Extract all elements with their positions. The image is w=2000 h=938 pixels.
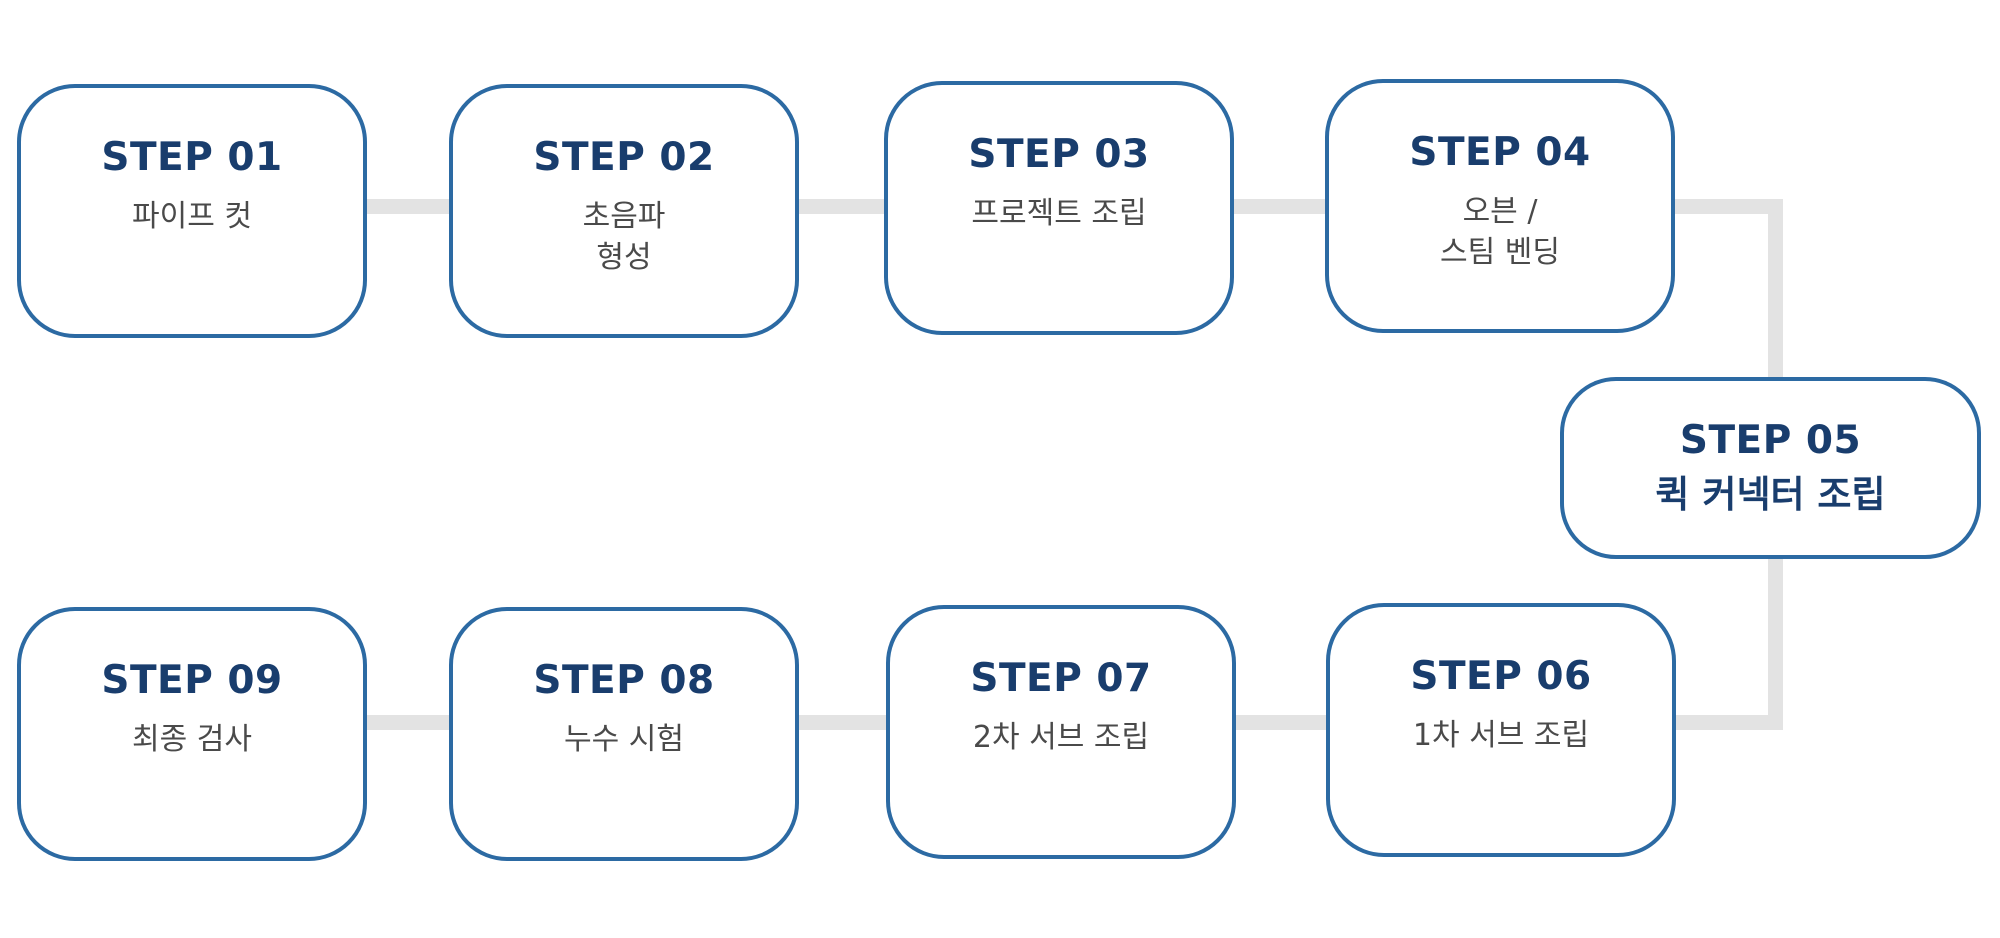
step-05-label: 퀵 커넥터 조립: [1655, 473, 1886, 516]
step-05-title: STEP 05: [1679, 418, 1862, 463]
step-01-box: STEP 01 파이프 컷: [17, 84, 367, 338]
connector-step03-step04: [1225, 199, 1340, 214]
step-02-label: 초음파 형성: [582, 199, 666, 275]
step-06-box: STEP 06 1차 서브 조립: [1326, 603, 1676, 857]
connector-step08-step09: [360, 715, 460, 730]
connector-step01-step02: [360, 199, 460, 214]
step-07-box: STEP 07 2차 서브 조립: [886, 605, 1236, 859]
step-07-title: STEP 07: [970, 656, 1152, 701]
step-08-box: STEP 08 누수 시험: [449, 607, 799, 861]
step-09-box: STEP 09 최종 검사: [17, 607, 367, 861]
step-03-label: 프로젝트 조립: [971, 196, 1147, 231]
connector-step04-right: [1665, 199, 1783, 214]
step-02-title: STEP 02: [533, 135, 715, 180]
step-03-title: STEP 03: [968, 132, 1150, 177]
step-04-title: STEP 04: [1409, 130, 1591, 175]
step-06-label: 1차 서브 조립: [1412, 718, 1590, 753]
step-08-title: STEP 08: [533, 658, 715, 703]
step-07-label: 2차 서브 조립: [972, 720, 1150, 755]
step-05-box: STEP 05 퀵 커넥터 조립: [1560, 377, 1981, 559]
step-04-box: STEP 04 오븐 / 스팀 벤딩: [1325, 79, 1675, 333]
step-04-label: 오븐 / 스팀 벤딩: [1440, 194, 1560, 270]
step-01-title: STEP 01: [101, 135, 283, 180]
step-06-title: STEP 06: [1410, 654, 1592, 699]
connector-step07-step08: [790, 715, 900, 730]
connector-right-step06: [1665, 715, 1783, 730]
connector-step06-step07: [1225, 715, 1340, 730]
step-08-label: 누수 시험: [564, 722, 684, 757]
step-01-label: 파이프 컷: [132, 199, 252, 234]
step-02-box: STEP 02 초음파 형성: [449, 84, 799, 338]
step-09-title: STEP 09: [101, 658, 283, 703]
step-09-label: 최종 검사: [132, 722, 252, 757]
step-03-box: STEP 03 프로젝트 조립: [884, 81, 1234, 335]
connector-step02-step03: [790, 199, 900, 214]
